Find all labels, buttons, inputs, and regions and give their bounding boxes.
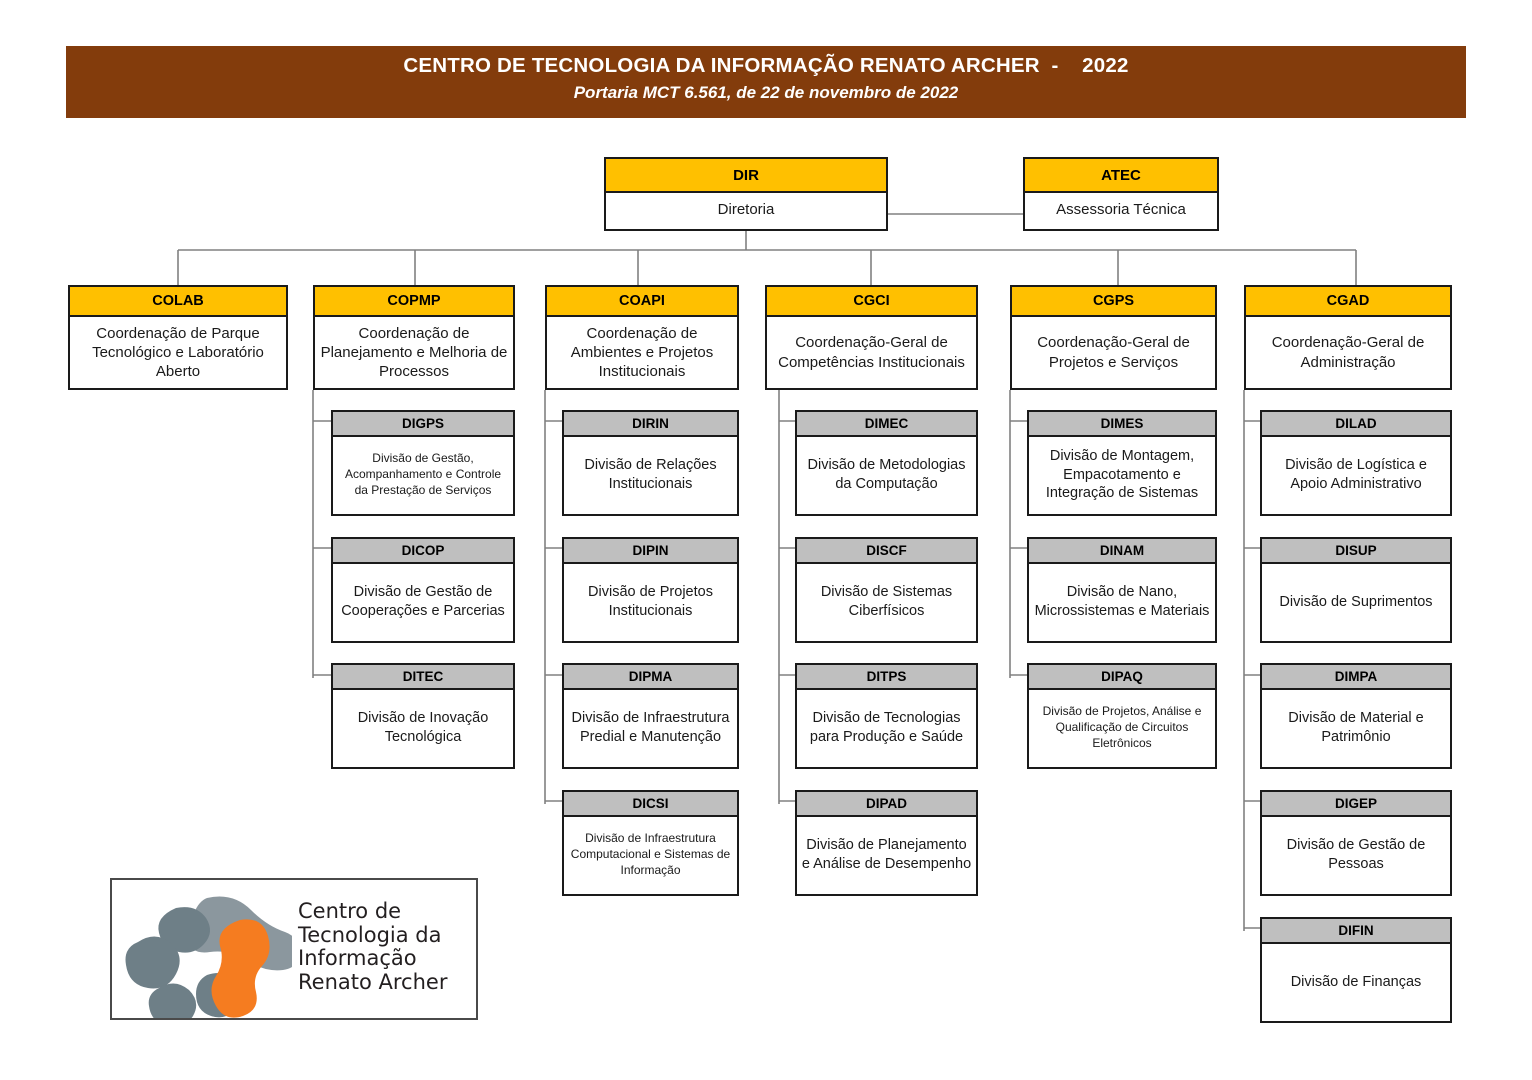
node-dicsi-name: Divisão de Infraestrutura Computacional … <box>570 831 731 877</box>
node-ditps-name: Divisão de Tecnologias para Produção e S… <box>809 710 964 745</box>
node-digep[interactable]: DIGEP Divisão de Gestão de Pessoas <box>1260 790 1452 896</box>
node-dilad-code: DILAD <box>1262 412 1450 437</box>
node-dipaq-name: Divisão de Projetos, Análise e Qualifica… <box>1042 704 1202 750</box>
node-dipin-name: Divisão de Projetos Institucionais <box>588 584 713 619</box>
node-cgad[interactable]: CGAD Coordenação-Geral de Administração <box>1244 285 1452 390</box>
logo-line-4: Renato Archer <box>298 969 448 994</box>
node-dinam-name: Divisão de Nano, Microssistemas e Materi… <box>1034 584 1210 619</box>
node-ditec[interactable]: DITEC Divisão de Inovação Tecnológica <box>331 663 515 769</box>
node-cgps[interactable]: CGPS Coordenação-Geral de Projetos e Ser… <box>1010 285 1217 390</box>
node-dir-name: Diretoria <box>717 201 775 219</box>
node-dipin-code: DIPIN <box>564 539 737 564</box>
node-coapi-name: Coordenação de Ambientes e Projetos Inst… <box>570 324 714 381</box>
node-dipaq-code: DIPAQ <box>1029 665 1215 690</box>
node-dimes-name: Divisão de Montagem, Empacotamento e Int… <box>1045 448 1199 502</box>
node-dipma-name: Divisão de Infraestrutura Predial e Manu… <box>571 710 730 745</box>
node-ditec-code: DITEC <box>333 665 513 690</box>
node-ditec-name: Divisão de Inovação Tecnológica <box>357 710 489 745</box>
node-colab[interactable]: COLAB Coordenação de Parque Tecnológico … <box>68 285 288 390</box>
node-dilad[interactable]: DILAD Divisão de Logística e Apoio Admin… <box>1260 410 1452 516</box>
node-atec-code: ATEC <box>1025 159 1217 193</box>
node-dilad-name: Divisão de Logística e Apoio Administrat… <box>1285 457 1427 492</box>
node-colab-code: COLAB <box>70 287 286 317</box>
node-cgad-name: Coordenação-Geral de Administração <box>1271 334 1425 371</box>
node-dicop-code: DICOP <box>333 539 513 564</box>
node-dimpa-name: Divisão de Material e Patrimônio <box>1288 710 1424 745</box>
node-discf[interactable]: DISCF Divisão de Sistemas Ciberfísicos <box>795 537 978 643</box>
node-dipma-code: DIPMA <box>564 665 737 690</box>
logo-molecule-icon <box>125 896 292 1018</box>
node-cgci-name: Coordenação-Geral de Competências Instit… <box>778 334 965 371</box>
title-banner: CENTRO DE TECNOLOGIA DA INFORMAÇÃO RENAT… <box>66 46 1466 118</box>
node-dir[interactable]: DIR Diretoria <box>604 157 888 231</box>
node-cgci[interactable]: CGCI Coordenação-Geral de Competências I… <box>765 285 978 390</box>
node-digps-name: Divisão de Gestão, Acompanhamento e Cont… <box>344 451 502 497</box>
node-dinam[interactable]: DINAM Divisão de Nano, Microssistemas e … <box>1027 537 1217 643</box>
node-cgps-name: Coordenação-Geral de Projetos e Serviços <box>1037 334 1190 371</box>
node-digps[interactable]: DIGPS Divisão de Gestão, Acompanhamento … <box>331 410 515 516</box>
node-dimec-name: Divisão de Metodologias da Computação <box>807 457 966 492</box>
node-dimes[interactable]: DIMES Divisão de Montagem, Empacotamento… <box>1027 410 1217 516</box>
node-dicop[interactable]: DICOP Divisão de Gestão de Cooperações e… <box>331 537 515 643</box>
node-dimec-code: DIMEC <box>797 412 976 437</box>
node-dimpa[interactable]: DIMPA Divisão de Material e Patrimônio <box>1260 663 1452 769</box>
node-atec-name: Assessoria Técnica <box>1056 201 1186 219</box>
node-dicsi-code: DICSI <box>564 792 737 817</box>
logo-line-1: Centro de <box>298 899 402 923</box>
node-digep-code: DIGEP <box>1262 792 1450 817</box>
node-dipad-code: DIPAD <box>797 792 976 817</box>
node-dipin[interactable]: DIPIN Divisão de Projetos Institucionais <box>562 537 739 643</box>
node-ditps-code: DITPS <box>797 665 976 690</box>
node-dir-code: DIR <box>606 159 886 193</box>
node-digep-name: Divisão de Gestão de Pessoas <box>1286 837 1426 872</box>
node-coapi[interactable]: COAPI Coordenação de Ambientes e Projeto… <box>545 285 739 390</box>
node-dicsi[interactable]: DICSI Divisão de Infraestrutura Computac… <box>562 790 739 896</box>
node-copmp-name: Coordenação de Planejamento e Melhoria d… <box>320 324 508 381</box>
node-disup-name: Divisão de Suprimentos <box>1279 593 1433 610</box>
node-colab-name: Coordenação de Parque Tecnológico e Labo… <box>92 324 264 381</box>
node-dipad[interactable]: DIPAD Divisão de Planejamento e Análise … <box>795 790 978 896</box>
node-dipma[interactable]: DIPMA Divisão de Infraestrutura Predial … <box>562 663 739 769</box>
node-dinam-code: DINAM <box>1029 539 1215 564</box>
node-dicop-name: Divisão de Gestão de Cooperações e Parce… <box>341 584 505 619</box>
node-dimec[interactable]: DIMEC Divisão de Metodologias da Computa… <box>795 410 978 516</box>
node-disup[interactable]: DISUP Divisão de Suprimentos <box>1260 537 1452 643</box>
node-atec[interactable]: ATEC Assessoria Técnica <box>1023 157 1219 231</box>
node-cgad-code: CGAD <box>1246 287 1450 317</box>
node-ditps[interactable]: DITPS Divisão de Tecnologias para Produç… <box>795 663 978 769</box>
node-cgci-code: CGCI <box>767 287 976 317</box>
node-dimpa-code: DIMPA <box>1262 665 1450 690</box>
node-discf-code: DISCF <box>797 539 976 564</box>
node-dirin[interactable]: DIRIN Divisão de Relações Institucionais <box>562 410 739 516</box>
node-difin-name: Divisão de Finanças <box>1290 973 1422 990</box>
node-copmp-code: COPMP <box>315 287 513 317</box>
node-coapi-code: COAPI <box>547 287 737 317</box>
node-disup-code: DISUP <box>1262 539 1450 564</box>
node-digps-code: DIGPS <box>333 412 513 437</box>
node-dimes-code: DIMES <box>1029 412 1215 437</box>
node-dipaq[interactable]: DIPAQ Divisão de Projetos, Análise e Qua… <box>1027 663 1217 769</box>
node-discf-name: Divisão de Sistemas Ciberfísicos <box>820 584 953 619</box>
node-copmp[interactable]: COPMP Coordenação de Planejamento e Melh… <box>313 285 515 390</box>
node-dirin-name: Divisão de Relações Institucionais <box>584 457 717 492</box>
page-subtitle: Portaria MCT 6.561, de 22 de novembro de… <box>573 82 959 102</box>
node-dirin-code: DIRIN <box>564 412 737 437</box>
node-difin[interactable]: DIFIN Divisão de Finanças <box>1260 917 1452 1023</box>
node-cgps-code: CGPS <box>1012 287 1215 317</box>
node-difin-code: DIFIN <box>1262 919 1450 944</box>
page-title: CENTRO DE TECNOLOGIA DA INFORMAÇÃO RENAT… <box>403 54 1129 77</box>
node-dipad-name: Divisão de Planejamento e Análise de Des… <box>801 837 972 872</box>
logo-line-2: Tecnologia da <box>298 922 442 947</box>
logo-line-3: Informação <box>298 946 417 971</box>
